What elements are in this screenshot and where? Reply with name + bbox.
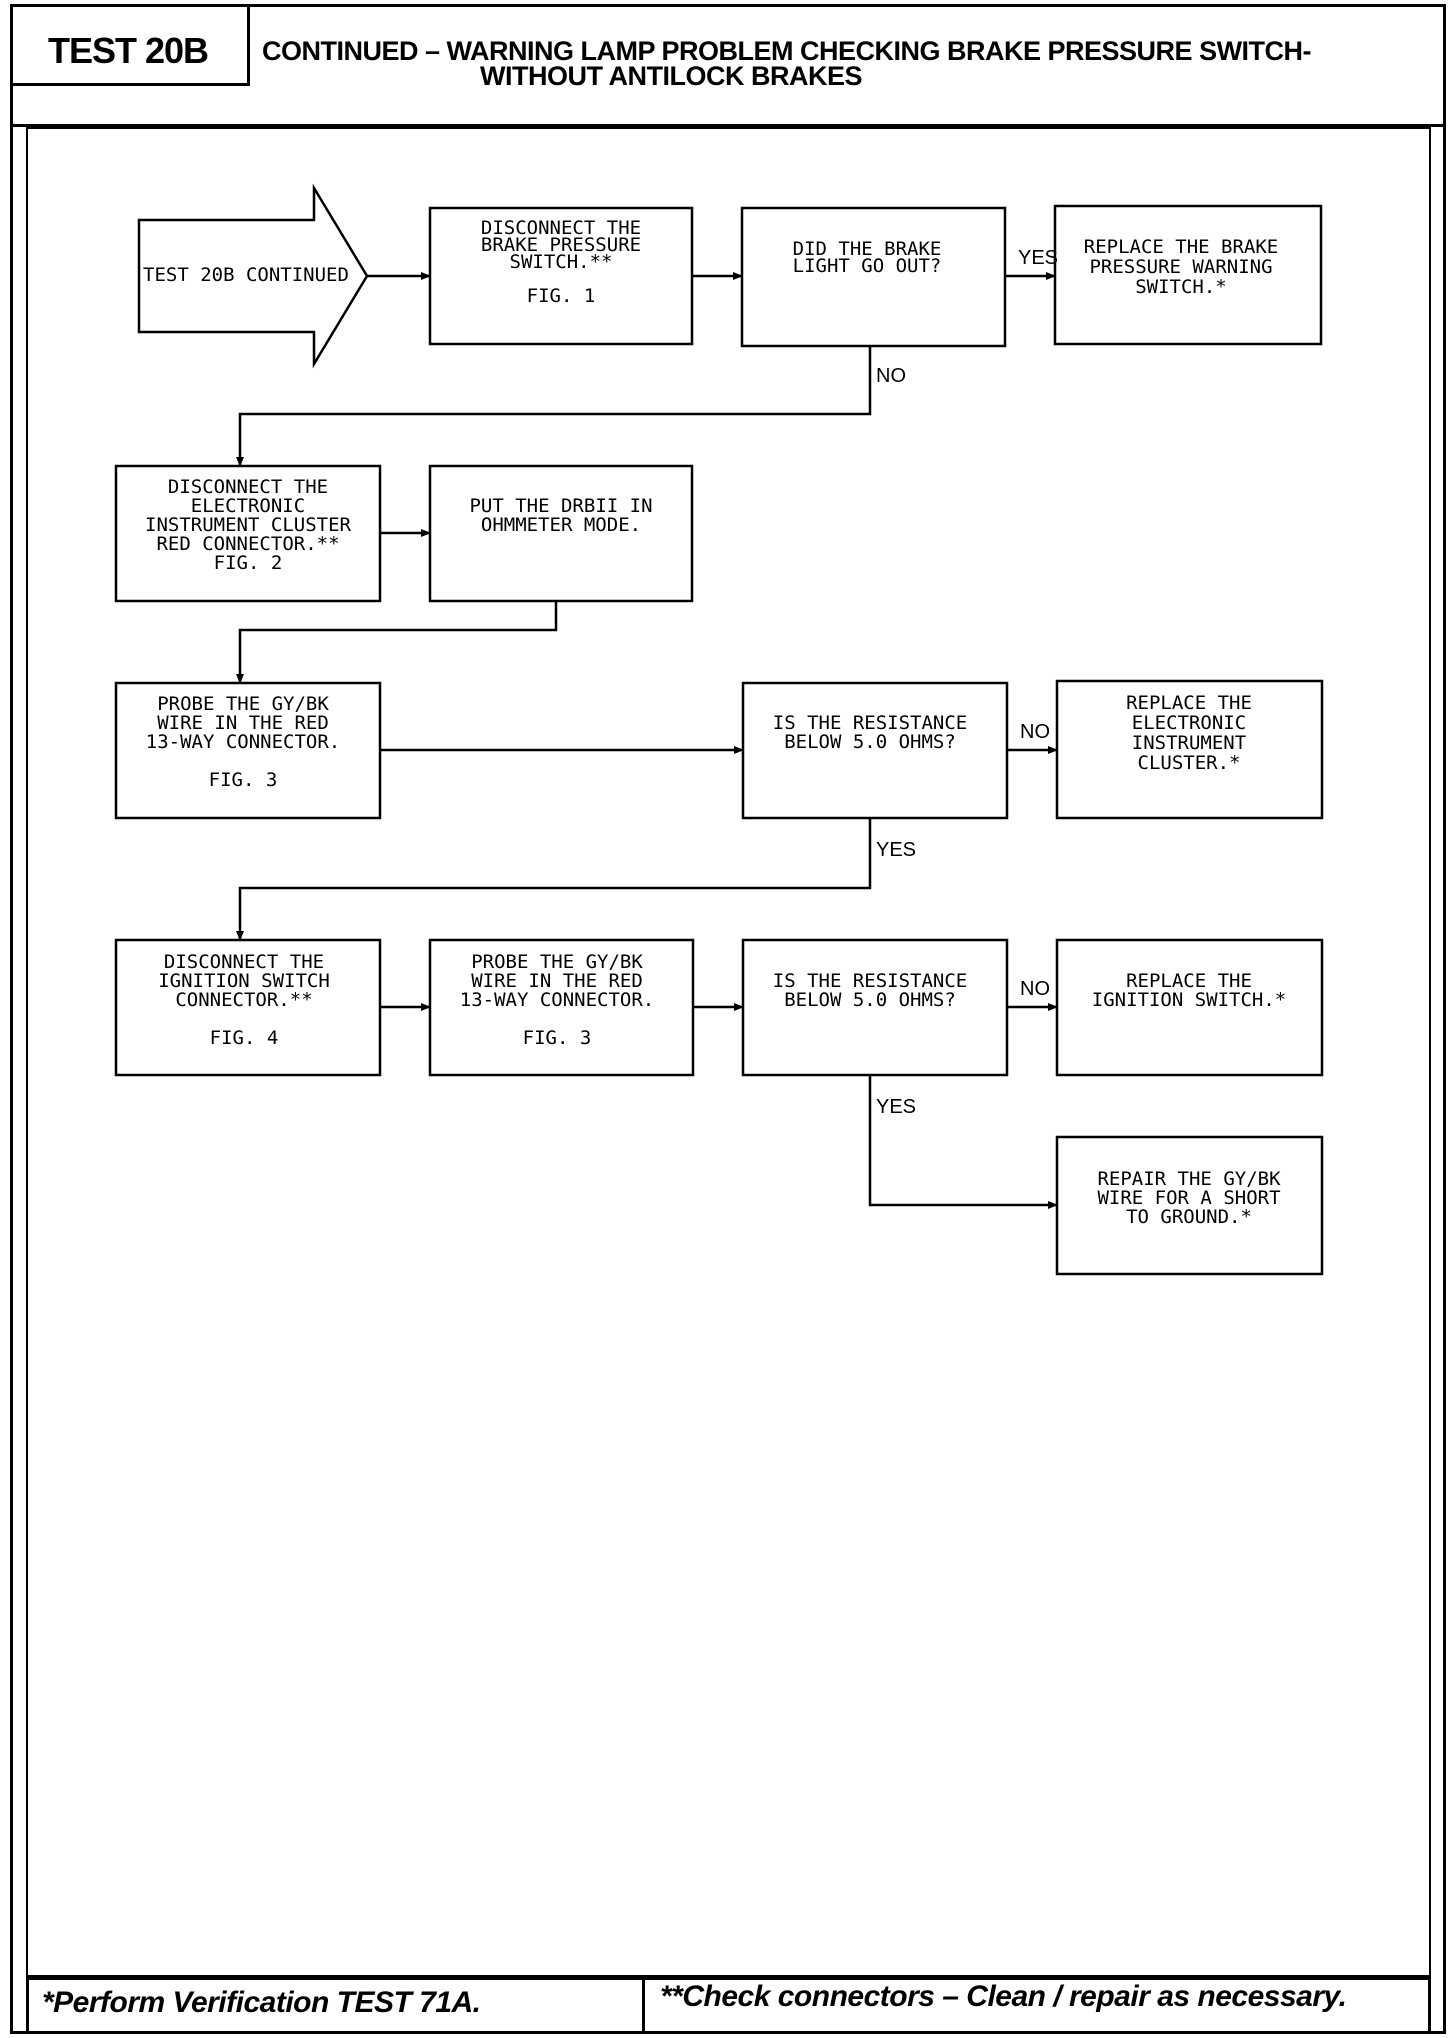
flow-box-line: BELOW 5.0 OHMS? — [784, 989, 956, 1011]
flow-box-line: IGNITION SWITCH.* — [1092, 989, 1286, 1011]
flow-box-line: CONNECTOR.** — [175, 989, 312, 1011]
branch-label-no-b2-b4: NO — [876, 365, 906, 387]
connectors — [236, 272, 1058, 1209]
flow-box-line: 13-WAY CONNECTOR. — [146, 731, 340, 753]
branch-label-yes-b11-b13: YES — [876, 1096, 916, 1118]
flow-box-line: FIG. 3 — [523, 1027, 592, 1049]
flow-box-line: PUT THE DRBII IN — [469, 495, 652, 517]
header-title-line-2: WITHOUT ANTILOCK BRAKES — [480, 61, 862, 91]
flow-box-line: WIRE IN THE RED — [157, 712, 329, 734]
flow-box-line: FIG. 1 — [527, 285, 596, 307]
flow-box-line: REPLACE THE BRAKE — [1084, 236, 1278, 258]
start-label: TEST 20B CONTINUED — [143, 264, 349, 286]
flow-box-line: WIRE FOR A SHORT — [1097, 1187, 1280, 1209]
connector-b5-b6 — [236, 601, 558, 684]
flow-box-line: PROBE THE GY/BK — [471, 951, 643, 973]
flow-box-line: 13-WAY CONNECTOR. — [460, 989, 654, 1011]
branch-label-yes-b2-b3: YES — [1018, 247, 1058, 269]
flow-box-line: FIG. 3 — [209, 769, 278, 791]
flow-box-line: FIG. 4 — [210, 1027, 279, 1049]
flow-box-line: PROBE THE GY/BK — [157, 693, 329, 715]
flow-box-line: CLUSTER.* — [1138, 752, 1241, 774]
flow-box-line: PRESSURE WARNING — [1089, 256, 1272, 278]
flow-box-line: IS THE RESISTANCE — [773, 970, 967, 992]
header-title-line-1: CONTINUED – WARNING LAMP PROBLEM CHECKIN… — [262, 36, 1312, 66]
connector-b11-b13 — [868, 1075, 1058, 1209]
flow-box-line: DISCONNECT THE — [481, 217, 641, 239]
flow-box-line: INSTRUMENT — [1132, 732, 1246, 754]
branch-label-no-b7-b8: NO — [1020, 721, 1050, 743]
flow-box-line: BRAKE PRESSURE — [481, 234, 641, 256]
test-id-box — [10, 4, 250, 86]
flow-box-line: LIGHT GO OUT? — [793, 255, 942, 277]
branch-label-no-b11-b12: NO — [1020, 978, 1050, 1000]
flow-box-line: TO GROUND.* — [1126, 1206, 1252, 1228]
connector-b2-b4 — [236, 346, 872, 467]
flow-box-line: SWITCH.** — [510, 251, 613, 273]
footer-divider — [642, 1977, 645, 2034]
connector-b7-b9 — [236, 818, 872, 941]
footer-note-double-star: **Check connectors – Clean / repair as n… — [660, 1980, 1347, 2013]
flow-box-line: SWITCH.* — [1135, 276, 1227, 298]
flow-box-line: IGNITION SWITCH — [158, 970, 330, 992]
flow-box-line: DISCONNECT THE — [164, 951, 324, 973]
footer-note-single-star: *Perform Verification TEST 71A. — [42, 1986, 481, 2019]
flow-box-line: REPLACE THE — [1126, 692, 1252, 714]
start-arrow-shape — [137, 183, 369, 369]
flow-box-line: INSTRUMENT CLUSTER — [145, 514, 351, 536]
flow-box-line: REPLACE THE — [1126, 970, 1252, 992]
flow-box-line: BELOW 5.0 OHMS? — [784, 731, 956, 753]
content-frame — [26, 127, 1431, 1977]
flow-box-line: DID THE BRAKE — [793, 238, 942, 260]
flow-box-line: FIG. 2 — [214, 552, 283, 574]
branch-label-yes-b7-b9: YES — [876, 839, 916, 861]
flow-box-line: REPAIR THE GY/BK — [1097, 1168, 1281, 1190]
flow-box-line: RED CONNECTOR.** — [156, 533, 339, 555]
flow-box-line: OHMMETER MODE. — [481, 514, 641, 536]
flow-box-line: WIRE IN THE RED — [471, 970, 643, 992]
test-id: TEST 20B — [48, 30, 209, 71]
flow-box-line: ELECTRONIC — [191, 495, 305, 517]
flow-box-line: DISCONNECT THE — [168, 476, 328, 498]
footer-bar — [26, 1977, 1431, 2034]
flow-box-line: IS THE RESISTANCE — [773, 712, 967, 734]
flow-box-line: ELECTRONIC — [1132, 712, 1246, 734]
